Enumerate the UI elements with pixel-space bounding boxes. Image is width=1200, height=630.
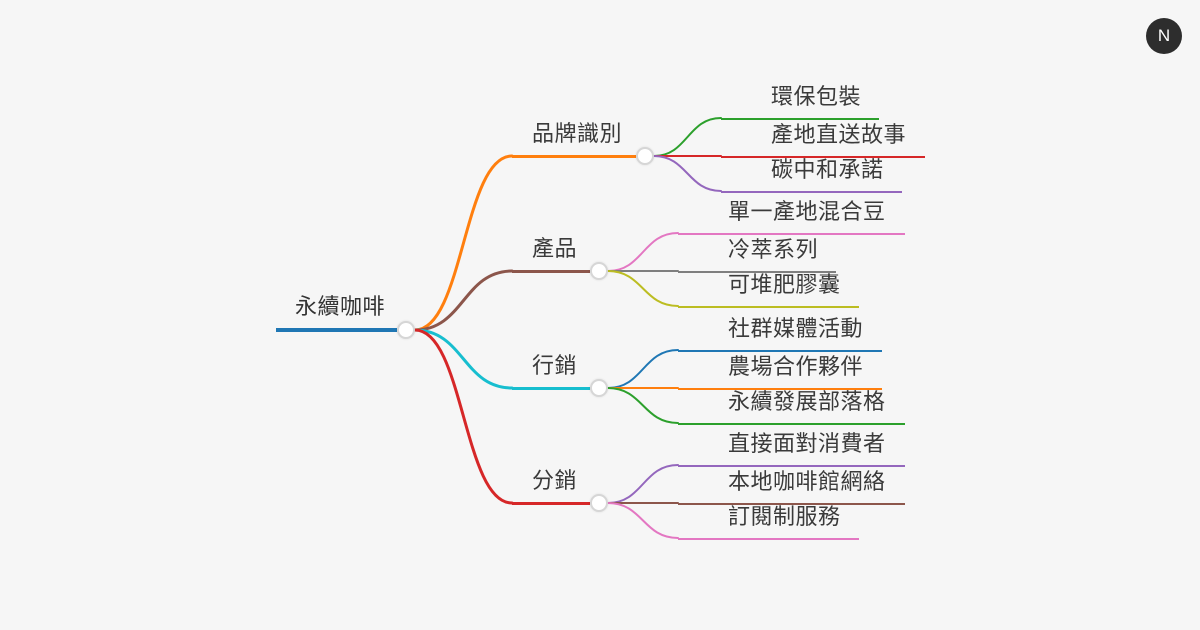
branch-node-label: 品牌識別 [532,121,623,146]
root-node-label: 永續咖啡 [295,294,386,319]
leaf-node-label: 碳中和承諾 [771,157,884,182]
leaf-node-label: 產地直送故事 [771,122,907,147]
branch-node-label: 行銷 [532,353,578,378]
root-node-sustainable-coffee[interactable]: 永續咖啡 [276,294,397,332]
leaf-node-eco-packaging[interactable]: 環保包裝 [721,84,879,120]
leaf-node-label: 直接面對消費者 [728,431,886,456]
link-line [413,269,514,332]
branch-node-products[interactable]: 產品 [512,236,590,273]
leaf-node-label: 農場合作夥伴 [728,354,864,379]
link-line [413,328,514,390]
leaf-node-label: 環保包裝 [771,84,862,109]
leaf-node-direct-trade-story[interactable]: 產地直送故事 [721,122,925,158]
link-line [607,270,679,307]
link-line [413,154,514,332]
link-line [653,117,722,157]
branch-node-label: 產品 [532,236,578,261]
link-line [607,349,679,389]
brand-badge-letter: N [1157,26,1171,45]
leaf-node-label: 可堆肥膠囊 [728,272,841,297]
leaf-node-local-cafe-network[interactable]: 本地咖啡館網絡 [678,469,905,505]
leaf-node-label: 本地咖啡館網絡 [728,469,886,494]
collapse-toggle-brand-identity[interactable] [636,147,654,165]
branch-node-distribution[interactable]: 分銷 [512,468,590,505]
link-line [607,232,679,272]
branch-node-label: 分銷 [532,468,578,493]
collapse-toggle-distribution[interactable] [590,494,608,512]
leaf-node-label: 單一產地混合豆 [728,199,886,224]
brand-badge-n-icon[interactable]: N [1146,18,1182,54]
leaf-node-subscription-service[interactable]: 訂閱制服務 [678,504,859,540]
leaf-node-direct-to-consumer[interactable]: 直接面對消費者 [678,431,905,467]
link-line [653,155,722,192]
collapse-toggle-root[interactable] [397,321,415,339]
link-line [607,387,679,424]
leaf-node-compostable-capsules[interactable]: 可堆肥膠囊 [678,272,859,308]
leaf-node-carbon-neutral-pledge[interactable]: 碳中和承諾 [721,157,902,193]
leaf-node-cold-brew-series[interactable]: 冷萃系列 [678,237,836,273]
branch-node-brand-identity[interactable]: 品牌識別 [512,121,636,158]
branch-node-marketing[interactable]: 行銷 [512,353,590,390]
leaf-node-single-origin-blends[interactable]: 單一產地混合豆 [678,199,905,235]
leaf-node-label: 社群媒體活動 [728,316,864,341]
leaf-node-farm-partnerships[interactable]: 農場合作夥伴 [678,354,882,390]
collapse-toggle-products[interactable] [590,262,608,280]
leaf-node-label: 永續發展部落格 [728,389,886,414]
link-line [607,464,679,504]
collapse-toggle-marketing[interactable] [590,379,608,397]
leaf-node-sustainability-blog[interactable]: 永續發展部落格 [678,389,905,425]
link-line [413,328,514,505]
leaf-node-label: 訂閱制服務 [728,504,841,529]
leaf-node-social-media-campaigns[interactable]: 社群媒體活動 [678,316,882,352]
leaf-node-label: 冷萃系列 [728,237,819,262]
link-line [607,502,679,539]
